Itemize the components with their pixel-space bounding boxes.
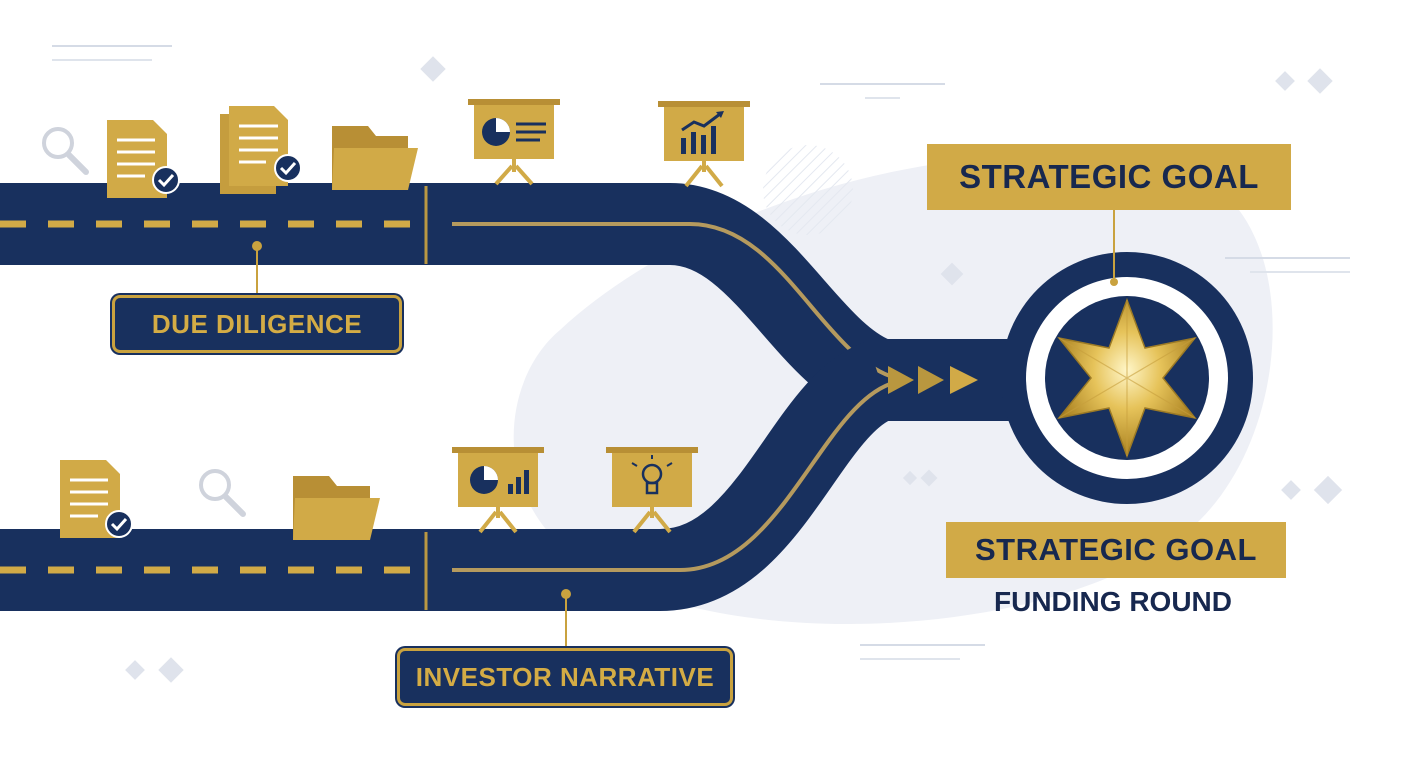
document-check-icon (60, 460, 133, 538)
funding-round-text: FUNDING ROUND (994, 586, 1232, 617)
direction-arrows-icon (888, 366, 978, 394)
search-icon (199, 469, 246, 517)
presentation-pie-chart-icon (468, 99, 560, 186)
strategic-goal-bottom-label: STRATEGIC GOAL (946, 522, 1286, 578)
star-target-icon (1001, 252, 1253, 504)
presentation-lightbulb-icon (606, 447, 698, 534)
connector-strategic-goal (1110, 208, 1118, 286)
connector-due-diligence (252, 241, 262, 294)
investor-narrative-label: INVESTOR NARRATIVE (397, 648, 733, 706)
presentation-line-chart-icon (658, 101, 750, 188)
documents-check-icon (220, 106, 302, 194)
strategic-goal-top-label: STRATEGIC GOAL (927, 144, 1291, 210)
connector-investor-narrative (561, 589, 571, 647)
search-icon (42, 127, 89, 175)
document-check-icon (107, 120, 180, 198)
folder-icon (332, 126, 418, 190)
road-bottom (0, 341, 897, 611)
presentation-pie-chart-icon (452, 447, 544, 534)
due-diligence-label: DUE DILIGENCE (112, 295, 402, 353)
folder-icon (293, 476, 380, 540)
